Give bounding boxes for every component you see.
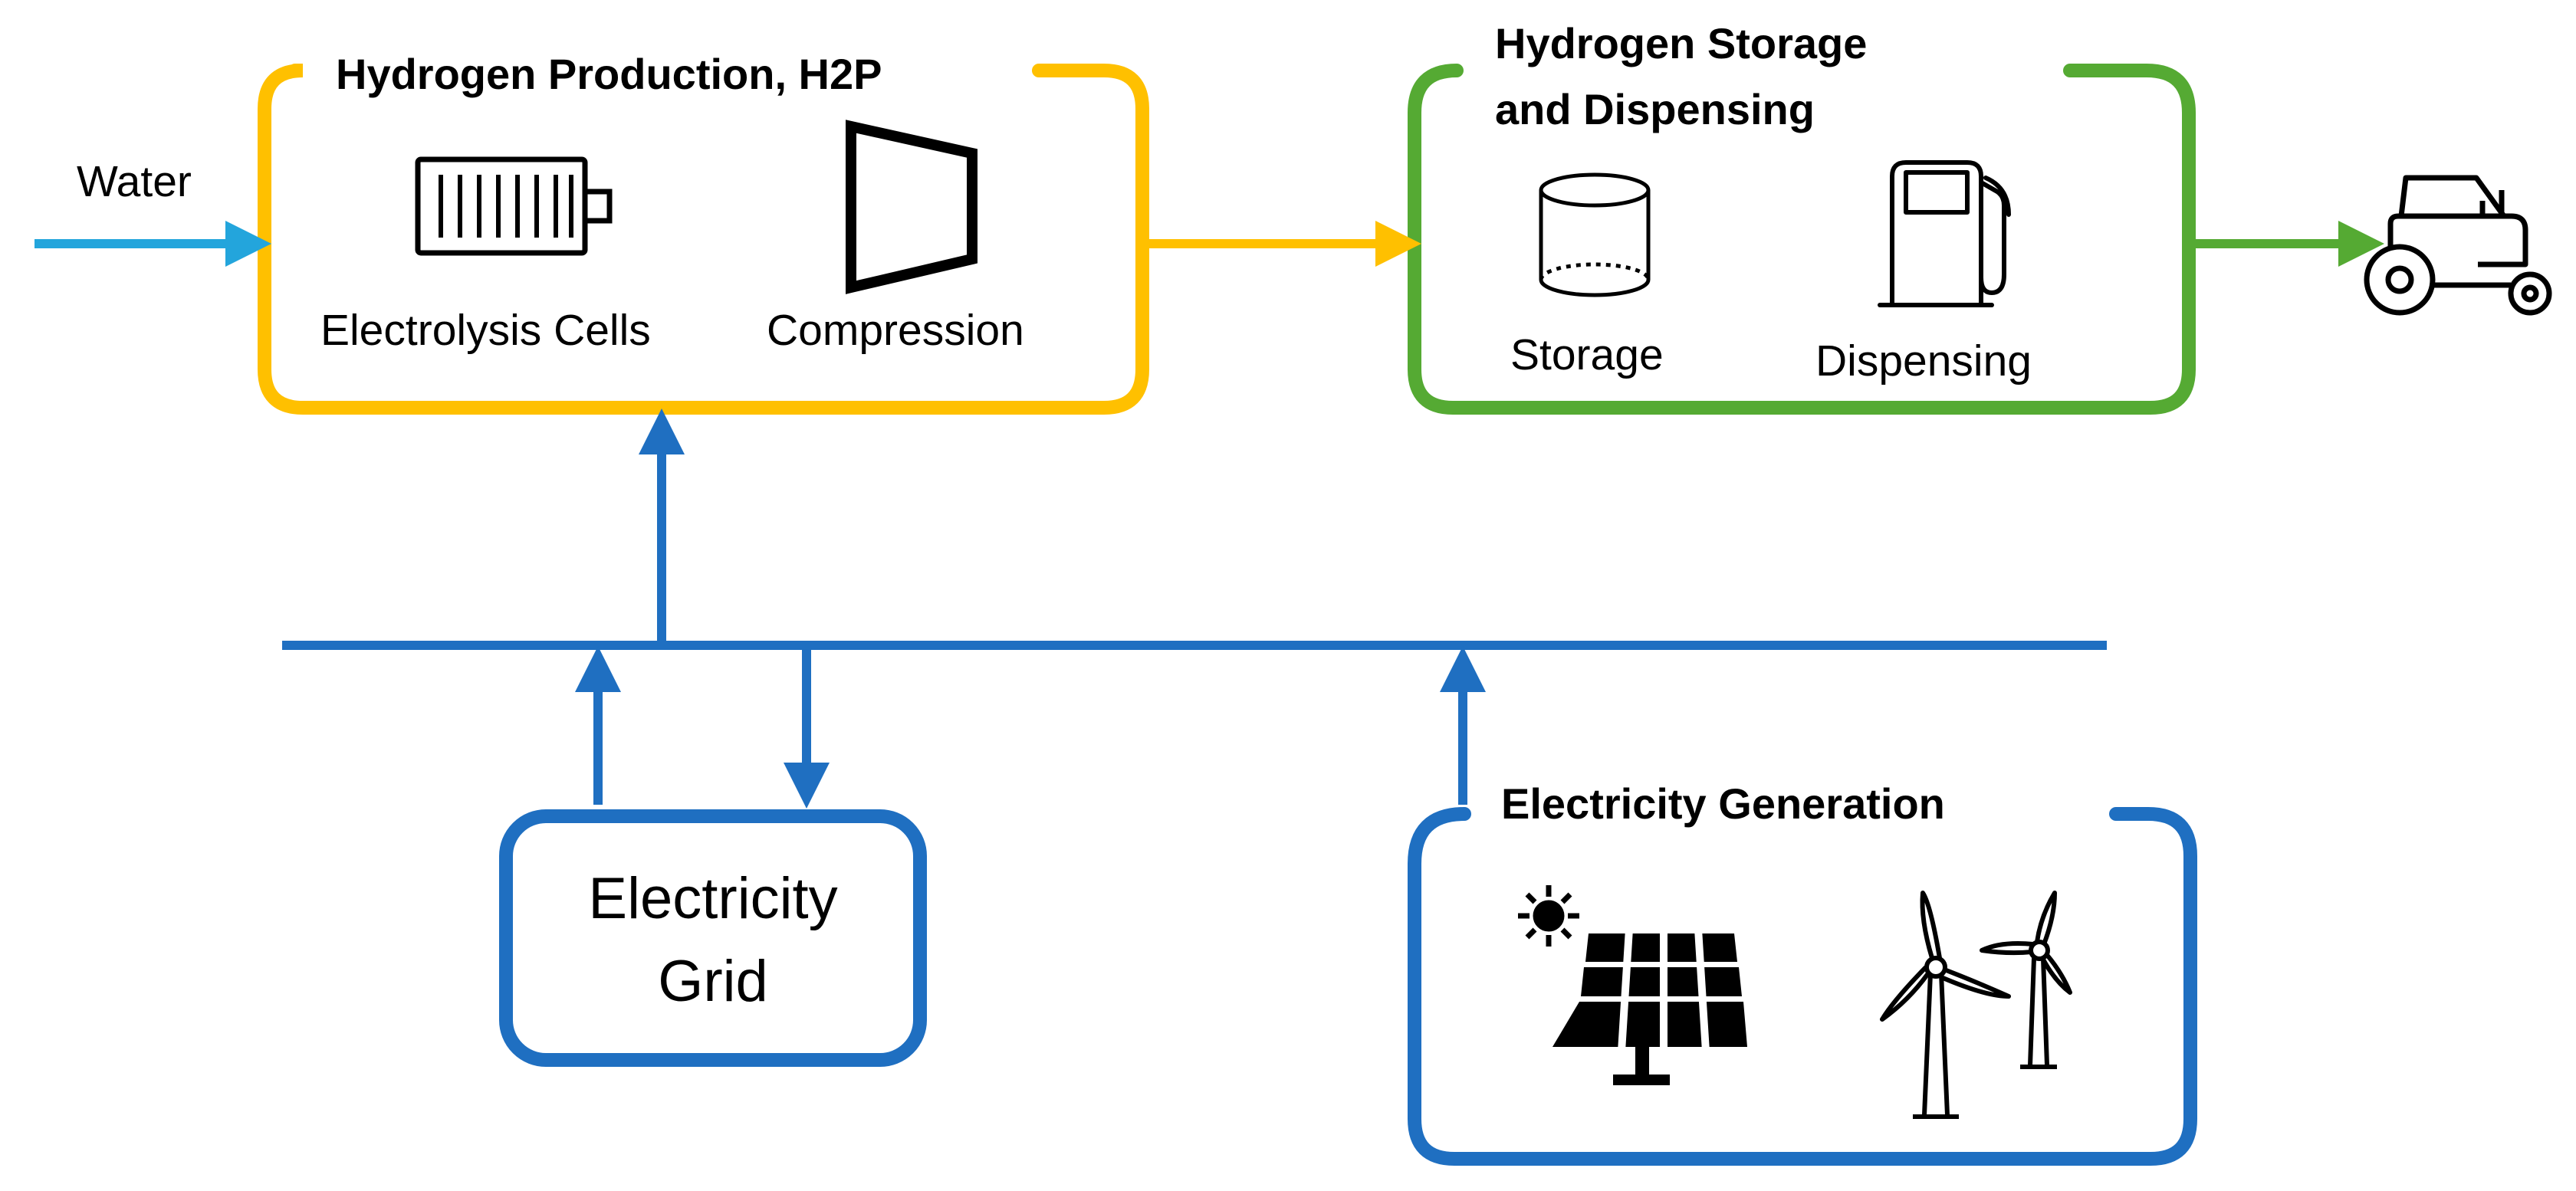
grid-box [499,809,927,1067]
generation-title: Electricity Generation [1501,779,1945,828]
tank-icon [1539,172,1651,297]
wind-turbine-icon [1880,891,2072,1119]
storage-title-line1: Hydrogen Storage [1495,19,1868,67]
storage-label: Storage [1510,330,1664,379]
tractor-icon [2364,175,2552,316]
fuel-pump-icon [1878,160,2011,307]
solar-panel-icon [1552,933,1747,1085]
water-label: Water [77,157,192,206]
grid-label-line2: Grid [658,949,768,1014]
grid-label-line1: Electricity [588,866,838,931]
dispensing-label: Dispensing [1815,336,2032,386]
generation-box [1408,807,2197,1166]
compression-label: Compression [767,306,1024,355]
sun-icon [1518,885,1579,947]
electrolysis-label: Electrolysis Cells [320,306,651,355]
solar-panel-grid [1618,928,1710,1052]
production-title: Hydrogen Production, H2P [336,50,882,98]
battery-icon [415,156,613,256]
storage-box [1408,64,2196,415]
storage-title-line2: and Dispensing [1495,85,1815,133]
compressor-icon [846,120,978,294]
production-box [258,64,1149,415]
